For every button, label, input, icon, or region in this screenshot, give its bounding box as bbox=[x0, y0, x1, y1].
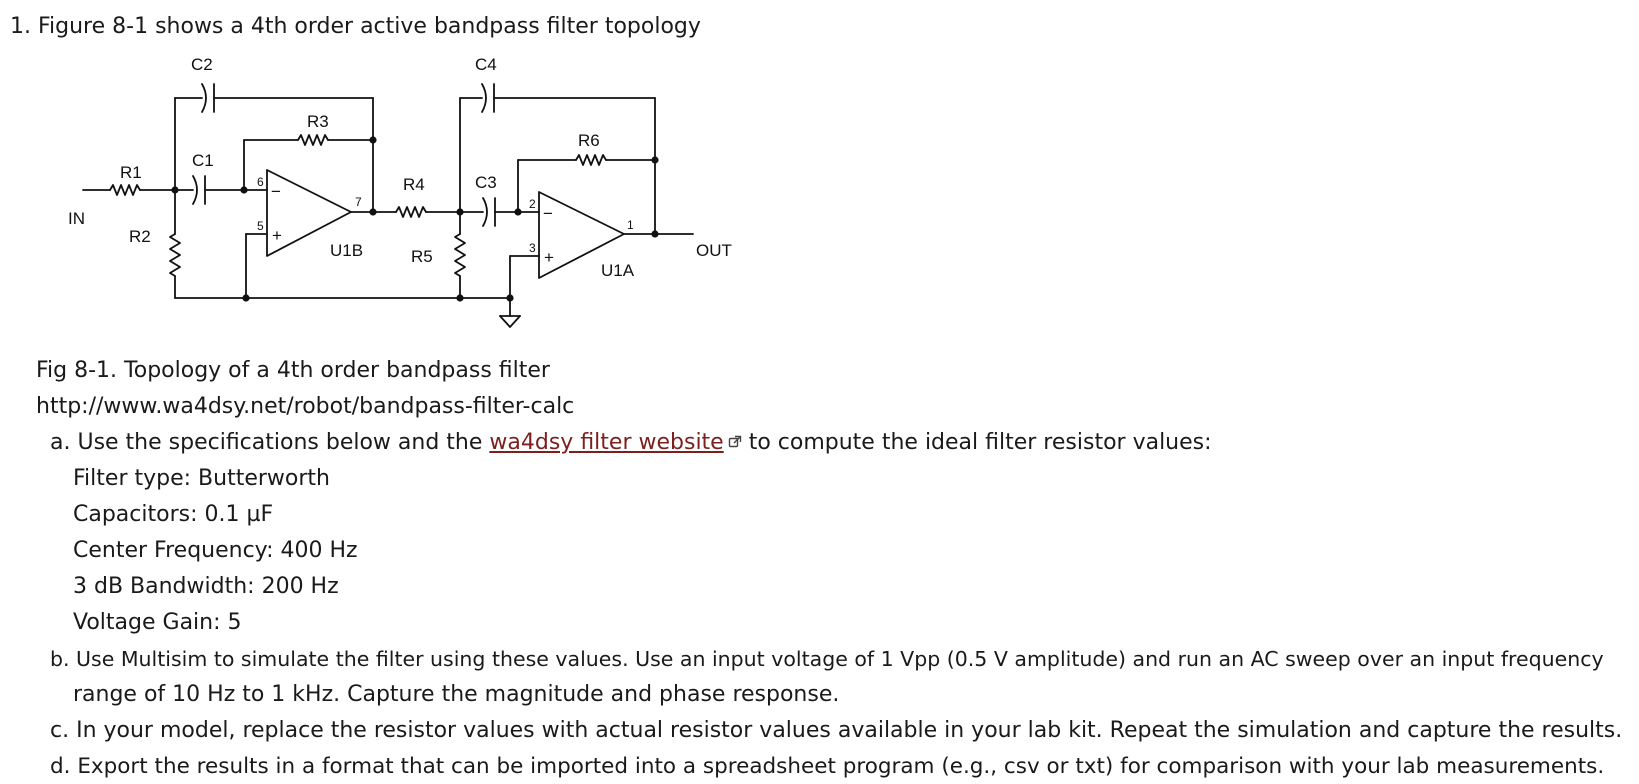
question-title: 1. Figure 8-1 shows a 4th order active b… bbox=[10, 14, 701, 39]
label-r1: R1 bbox=[120, 163, 142, 182]
label-c1: C1 bbox=[192, 151, 214, 170]
item-a-prefix: a. Use the specifications below and the bbox=[50, 430, 490, 455]
label-out: OUT bbox=[696, 241, 732, 260]
u1a-plus-sign: + bbox=[544, 248, 554, 267]
label-c2: C2 bbox=[191, 55, 213, 74]
u1b-minus-sign: − bbox=[271, 182, 281, 201]
junction-dot bbox=[171, 186, 179, 194]
junction-dot bbox=[651, 230, 659, 238]
label-c3: C3 bbox=[475, 173, 497, 192]
pin-6-label: 6 bbox=[257, 175, 264, 189]
pin-1-label: 1 bbox=[627, 218, 634, 232]
spec-center-frequency: Center Frequency: 400 Hz bbox=[73, 538, 358, 563]
item-c: c. In your model, replace the resistor v… bbox=[50, 718, 1623, 743]
capacitor-c2-curved bbox=[201, 83, 207, 113]
label-u1a: U1A bbox=[601, 261, 635, 280]
capacitor-c4-curved bbox=[481, 83, 487, 113]
junction-dot bbox=[514, 208, 522, 216]
spec-bandwidth: 3 dB Bandwidth: 200 Hz bbox=[73, 574, 339, 599]
item-a-suffix: to compute the ideal filter resistor val… bbox=[741, 430, 1212, 455]
pin-7-label: 7 bbox=[355, 195, 362, 209]
label-r3: R3 bbox=[307, 112, 329, 131]
bandpass-filter-schematic: C2 C1 C4 C3 R1 R2 R3 R4 R5 R6 U1B U1A IN… bbox=[68, 55, 732, 328]
opamp-u1b bbox=[266, 169, 352, 257]
opamp-u1a bbox=[538, 191, 625, 279]
spec-voltage-gain: Voltage Gain: 5 bbox=[73, 610, 242, 635]
item-b-line-2: range of 10 Hz to 1 kHz. Capture the mag… bbox=[73, 682, 840, 707]
junction-dot bbox=[456, 208, 464, 216]
wa4dsy-filter-link[interactable]: wa4dsy filter website bbox=[489, 430, 724, 455]
label-in: IN bbox=[68, 209, 85, 228]
pin-2-label: 2 bbox=[529, 197, 536, 211]
junction-dot bbox=[240, 186, 248, 194]
label-r2: R2 bbox=[129, 227, 151, 246]
pin-3-label: 3 bbox=[529, 241, 536, 255]
label-u1b: U1B bbox=[330, 241, 363, 260]
figure-url: http://www.wa4dsy.net/robot/bandpass-fil… bbox=[36, 394, 575, 419]
capacitor-c3-curved bbox=[482, 197, 488, 227]
u1b-plus-sign: + bbox=[272, 226, 282, 245]
junction-dot bbox=[242, 294, 250, 302]
label-r6: R6 bbox=[578, 131, 600, 150]
junction-dot bbox=[369, 208, 377, 216]
spec-capacitors: Capacitors: 0.1 µF bbox=[73, 502, 274, 527]
capacitor-c1-curved bbox=[192, 175, 198, 205]
junction-dot bbox=[369, 136, 377, 144]
junction-dot bbox=[651, 156, 659, 164]
resistor-r5 bbox=[454, 233, 466, 277]
item-d: d. Export the results in a format that c… bbox=[50, 754, 1605, 779]
label-r5: R5 bbox=[411, 247, 433, 266]
item-b-line-1: b. Use Multisim to simulate the filter u… bbox=[50, 647, 1604, 671]
resistor-r3 bbox=[297, 134, 329, 146]
external-link-icon[interactable] bbox=[728, 428, 742, 458]
item-a: a. Use the specifications below and the … bbox=[50, 428, 1212, 458]
resistor-r4 bbox=[395, 206, 427, 218]
u1a-minus-sign: − bbox=[543, 204, 553, 223]
resistor-r2 bbox=[169, 233, 181, 277]
resistor-r6 bbox=[575, 154, 607, 166]
junction-dot bbox=[506, 294, 514, 302]
pin-5-label: 5 bbox=[257, 219, 264, 233]
junction-dot bbox=[456, 294, 464, 302]
spec-filter-type: Filter type: Butterworth bbox=[73, 466, 330, 491]
label-r4: R4 bbox=[403, 175, 425, 194]
figure-caption: Fig 8-1. Topology of a 4th order bandpas… bbox=[36, 358, 550, 383]
resistor-r1 bbox=[109, 184, 141, 196]
label-c4: C4 bbox=[475, 55, 497, 74]
